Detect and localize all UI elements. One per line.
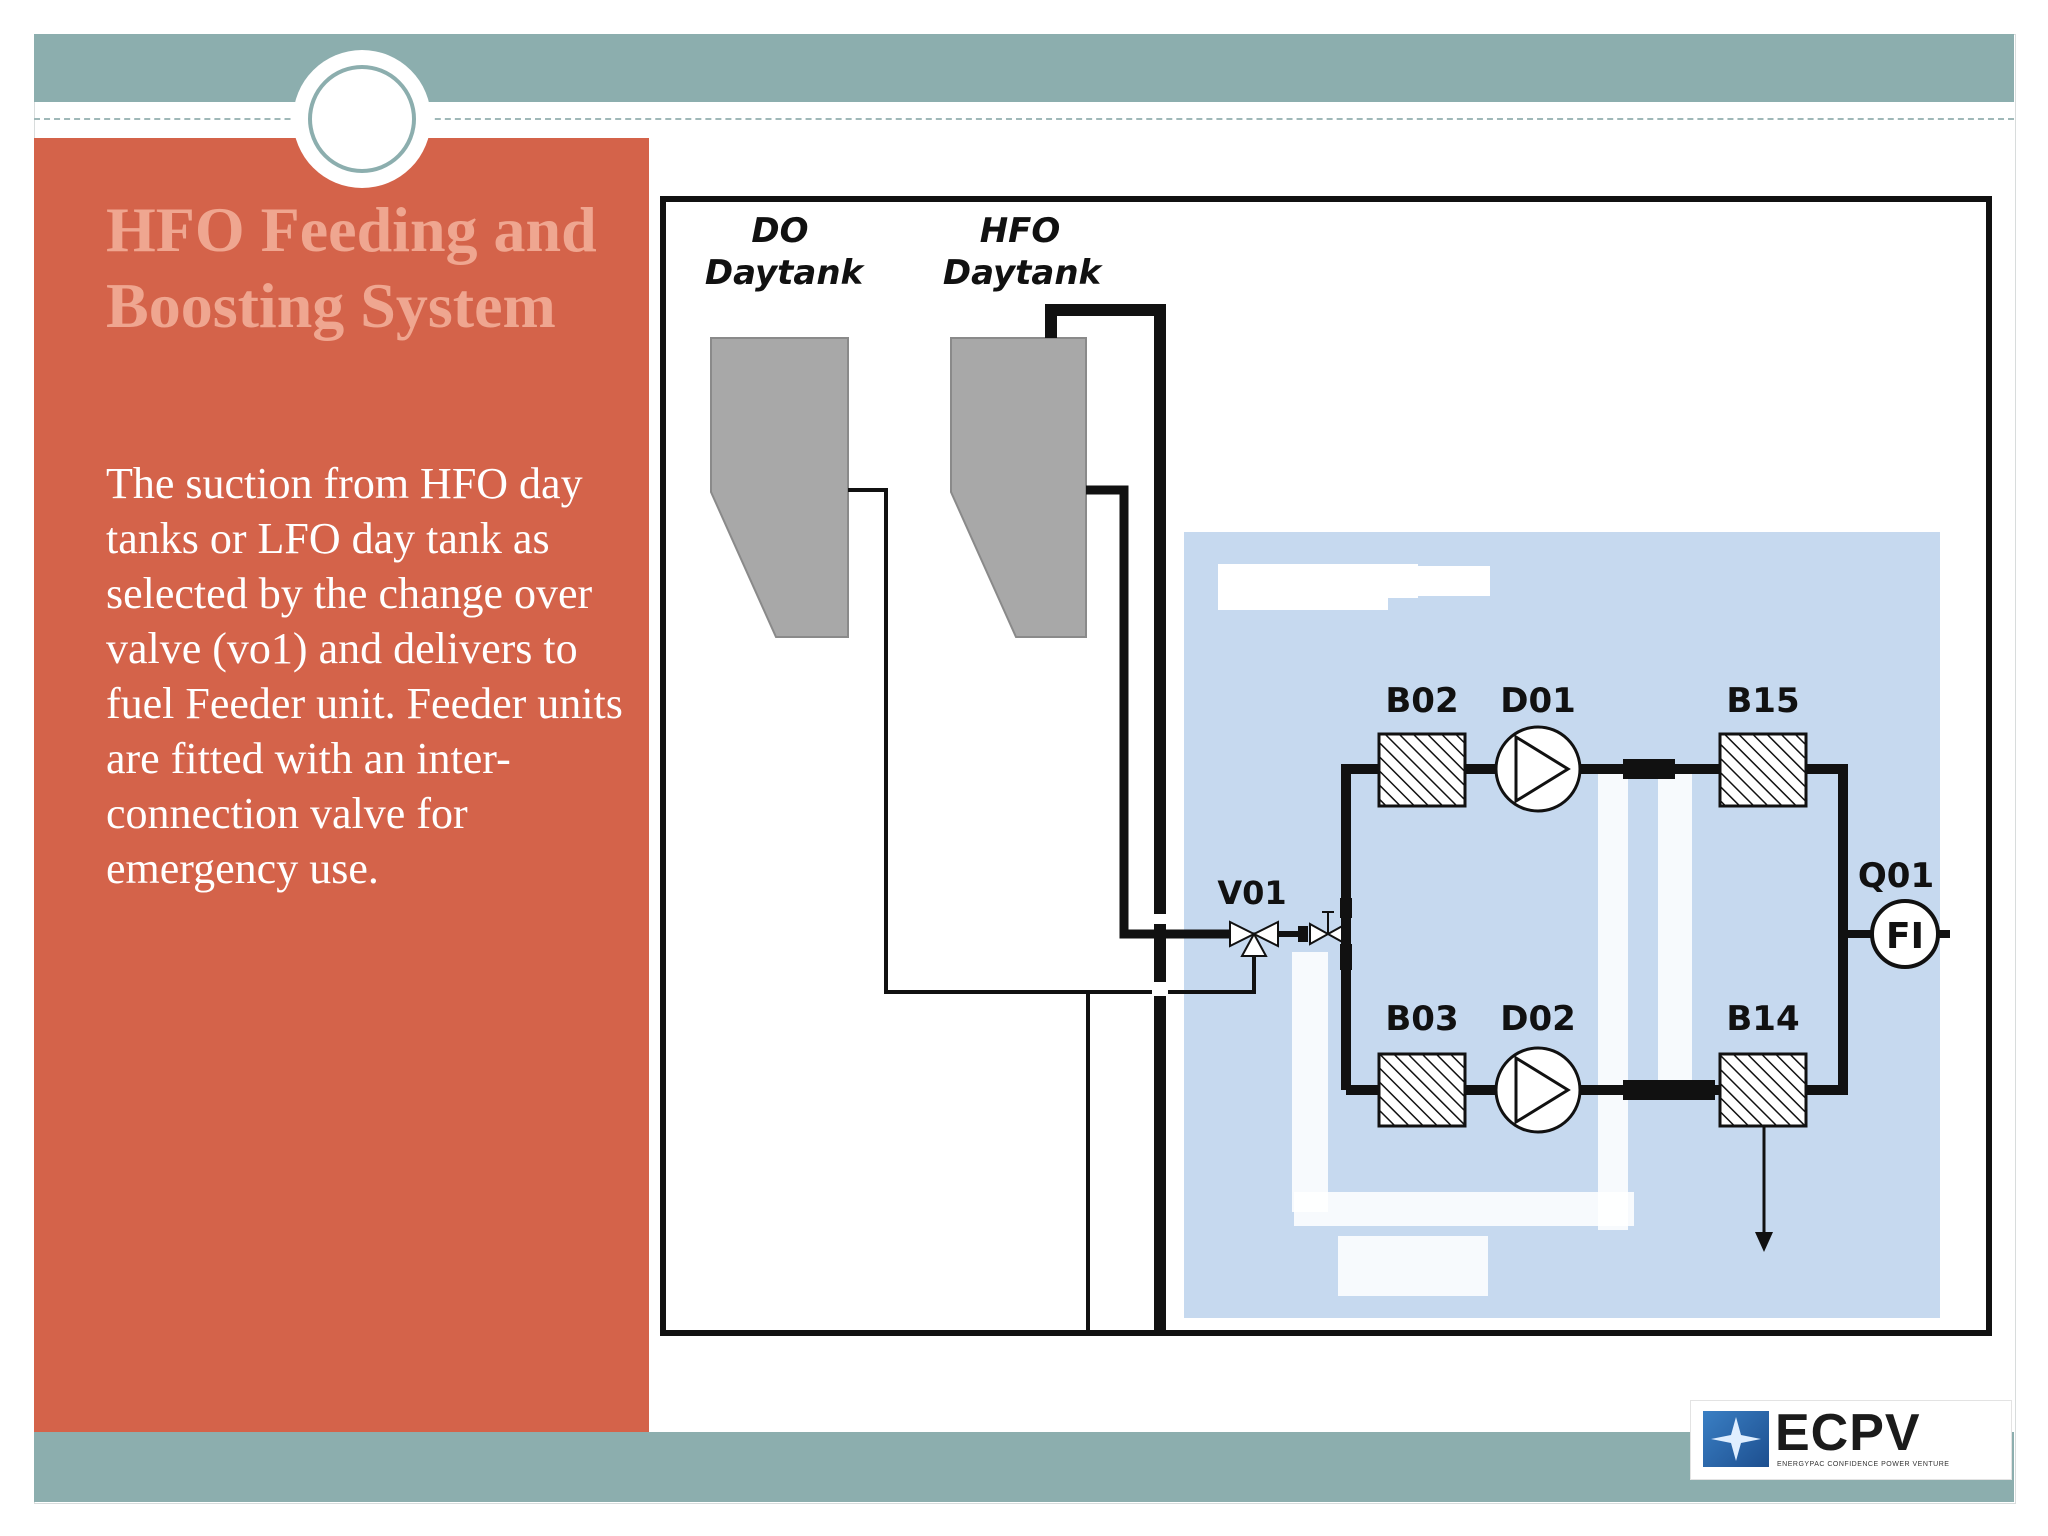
hfo-suction-line bbox=[1086, 485, 1230, 939]
d01-label: D01 bbox=[1500, 681, 1576, 721]
left-text-panel bbox=[34, 138, 649, 1432]
dashed-divider bbox=[34, 118, 2014, 120]
b15-label: B15 bbox=[1726, 681, 1799, 721]
whiteout-mark-vertical bbox=[1292, 770, 1692, 1230]
hfo-return-line bbox=[1045, 304, 1166, 1333]
b02-filter bbox=[1377, 732, 1467, 808]
ecpv-logo-text: ECPV bbox=[1775, 1404, 1921, 1462]
b15-filter bbox=[1718, 732, 1808, 808]
hfo-daytank-shape bbox=[950, 337, 1087, 638]
ecpv-logo-tagline: ENERGYPAC CONFIDENCE POWER VENTURE bbox=[1777, 1461, 1950, 1468]
drain-arrow-icon bbox=[1755, 1232, 1773, 1252]
pipe-gap-mark-1 bbox=[1152, 914, 1168, 924]
decorative-ring-icon bbox=[308, 65, 416, 173]
d02-label: D02 bbox=[1500, 999, 1576, 1039]
do-daytank-label-line2: Daytank bbox=[705, 253, 866, 293]
hfo-daytank-label-line2: Daytank bbox=[943, 253, 1104, 293]
ecpv-logo: ECPV ENERGYPAC CONFIDENCE POWER VENTURE bbox=[1690, 1400, 2012, 1480]
coupling-top bbox=[1623, 759, 1675, 779]
whiteout-mark-top bbox=[1218, 564, 1490, 610]
fuel-system-diagram: DO Daytank HFO Daytank V01 FI bbox=[660, 196, 1992, 1336]
whiteout-mark-bottom bbox=[1294, 1192, 1634, 1296]
v01-label: V01 bbox=[1217, 874, 1286, 912]
b03-label: B03 bbox=[1385, 999, 1458, 1039]
d02-pump-arrow bbox=[1514, 1055, 1571, 1125]
do-daytank-shape bbox=[710, 337, 849, 638]
b02-label: B02 bbox=[1385, 681, 1458, 721]
fi-label: FI bbox=[1886, 916, 1924, 957]
slide-title: HFO Feeding and Boosting System bbox=[106, 194, 597, 341]
ecpv-star-icon bbox=[1703, 1411, 1769, 1467]
coupling-bottom bbox=[1623, 1080, 1715, 1100]
hfo-daytank-label-line1: HFO bbox=[980, 211, 1061, 251]
b03-filter bbox=[1377, 1052, 1467, 1128]
b14-label: B14 bbox=[1726, 999, 1799, 1039]
pipe-gap-mark-2 bbox=[1152, 982, 1168, 996]
bottom-band bbox=[34, 1432, 2014, 1502]
q01-label: Q01 bbox=[1858, 856, 1934, 896]
q01-flow-indicator bbox=[1870, 899, 1940, 969]
slide-body-text: The suction from HFO day tanks or LFO da… bbox=[106, 459, 623, 893]
d01-pump-arrow bbox=[1514, 734, 1571, 804]
do-daytank-label-line1: DO bbox=[751, 211, 808, 251]
do-suction-line bbox=[848, 488, 1256, 994]
changeover-valve-v01 bbox=[1229, 920, 1279, 957]
b14-filter bbox=[1718, 1052, 1808, 1128]
